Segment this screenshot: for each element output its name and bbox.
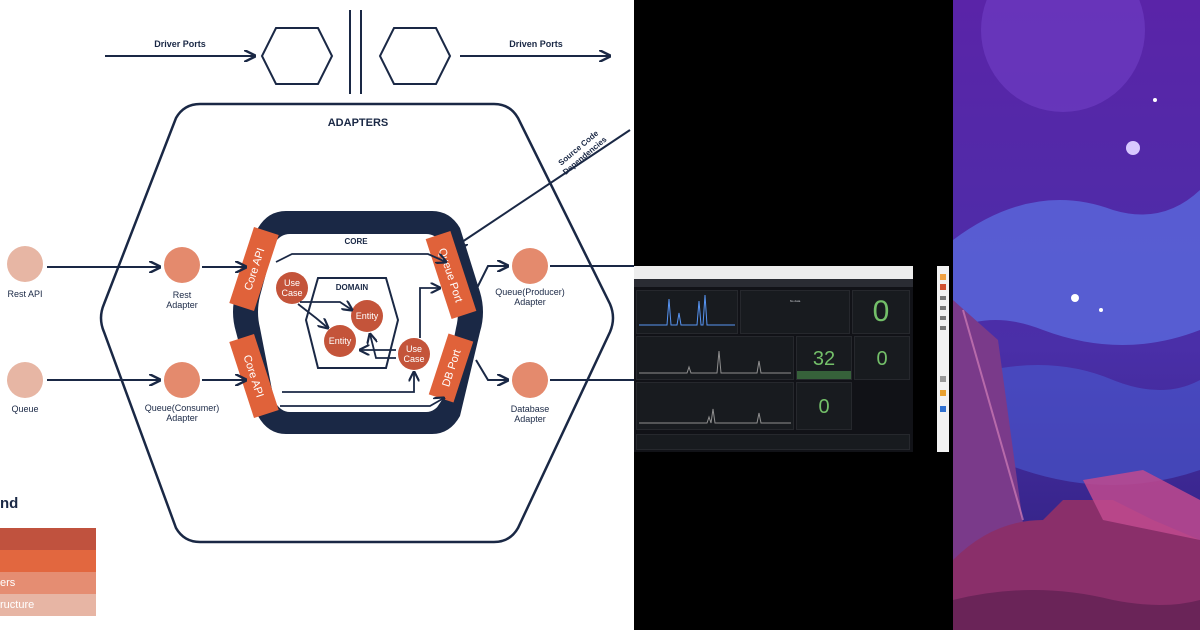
star-small-2 <box>1071 294 1079 302</box>
use-case-bottom-label-1: Use <box>406 344 422 354</box>
queue-producer-adapter-circle <box>512 248 548 284</box>
database-adapter-circle <box>512 362 548 398</box>
core-api-to-use-case-arrow <box>282 372 414 393</box>
adapters-hexagon <box>99 102 615 544</box>
use-case-to-queue-port-arrow <box>419 288 440 338</box>
db-port-to-database-arrow <box>475 359 508 380</box>
graph-panel-bottom <box>636 382 794 430</box>
stat-top-value: 0 <box>872 295 890 328</box>
queue-producer-label-2: Adapter <box>514 297 546 307</box>
graph-panel-top-left <box>636 290 738 334</box>
star-small-3 <box>1099 308 1103 312</box>
use-case-to-entity-top-arrow-2 <box>370 334 396 359</box>
queue-circle <box>7 362 43 398</box>
use-case-to-entity-top-arrow <box>300 302 352 310</box>
entity-bottom-label: Entity <box>329 336 352 346</box>
legend-label-3: ers <box>0 577 16 589</box>
driver-port-hexagon <box>260 27 334 85</box>
core-api-to-queue-port-arrow <box>275 253 446 262</box>
queue-consumer-adapter-circle <box>164 362 200 398</box>
graph-middle-plot <box>639 350 791 374</box>
stat-middle-1-value: 32 <box>812 348 836 370</box>
graph-bottom-plot <box>639 408 791 424</box>
core-label: CORE <box>344 237 368 246</box>
use-case-bottom-label-2: Case <box>403 354 424 364</box>
use-case-bottom-circle <box>398 338 430 370</box>
queue-consumer-label-1: Queue(Consumer) <box>145 403 220 413</box>
nebula-cloud <box>953 190 1200 345</box>
domain-label: DOMAIN <box>336 283 369 292</box>
legend-swatch-2 <box>0 550 96 572</box>
entity-top-circle <box>351 300 383 332</box>
use-case-top-label-1: Use <box>284 278 300 288</box>
use-case-to-entity-arrow <box>297 303 328 328</box>
browser-toolbar <box>634 266 913 279</box>
rest-api-label: Rest API <box>7 289 42 299</box>
stat-panel-middle-1: 32 <box>796 336 852 380</box>
stat-panel-bottom: 0 <box>796 382 852 430</box>
core-api-to-db-port-arrow <box>280 398 444 406</box>
app-sidebar-strip <box>937 266 949 452</box>
star-small-1 <box>1153 98 1157 102</box>
legend-swatch-4 <box>0 594 96 616</box>
legend-label-4: ructure <box>0 599 34 611</box>
rest-adapter-circle <box>164 247 200 283</box>
rest-adapter-label-2: Adapter <box>166 300 198 310</box>
star-large <box>1126 141 1140 155</box>
nebula-cloud-lower <box>953 365 1200 485</box>
stat-panel-top: 0 <box>852 290 910 334</box>
rock-highlight <box>1083 470 1200 540</box>
dashboard-header-bar <box>634 279 913 287</box>
panel-footer-row <box>636 434 910 450</box>
driven-port-hexagon <box>378 27 452 85</box>
use-case-top-label-2: Case <box>281 288 302 298</box>
stat-panel-middle-2: 0 <box>854 336 910 380</box>
driven-ports-label: Driven Ports <box>509 39 563 49</box>
queue-label: Queue <box>11 404 38 414</box>
domain-hexagon <box>304 277 400 369</box>
graph-panel-no-data: No data <box>740 290 850 334</box>
stat-bottom-value: 0 <box>818 396 830 418</box>
space-illustration <box>953 0 1200 630</box>
legend-swatch-3 <box>0 572 96 594</box>
source-code-dependencies-label: Source Code Dependencies <box>557 128 609 176</box>
database-adapter-label-2: Adapter <box>514 414 546 424</box>
stat-middle-1-sparkline <box>797 371 851 379</box>
database-adapter-label-1: Database <box>511 404 550 414</box>
light-beam <box>962 309 1024 521</box>
queue-consumer-label-2: Adapter <box>166 413 198 423</box>
adapters-label: ADAPTERS <box>328 117 389 129</box>
stat-middle-2-value: 0 <box>876 348 888 370</box>
legend-title: nd <box>0 495 18 512</box>
hexagonal-architecture-diagram: Driver Ports Driven Ports ADAPTERS Sourc… <box>0 0 634 630</box>
no-data-label: No data <box>789 299 801 303</box>
use-case-top-circle <box>276 272 308 304</box>
graph-top-left-plot <box>639 294 735 326</box>
planet-shape <box>981 0 1145 112</box>
queue-port-to-producer-arrow <box>475 266 508 291</box>
queue-producer-label-1: Queue(Producer) <box>495 287 565 297</box>
rest-adapter-label-1: Rest <box>173 290 192 300</box>
entity-bottom-circle <box>324 325 356 357</box>
mountain-left <box>953 300 1028 560</box>
rest-api-circle <box>7 246 43 282</box>
monitoring-dashboard-screenshot: No data 0 32 0 0 <box>634 266 913 452</box>
entity-top-label: Entity <box>356 311 379 321</box>
graph-panel-middle <box>636 336 794 380</box>
legend-swatch-1 <box>0 528 96 550</box>
driver-ports-label: Driver Ports <box>154 39 206 49</box>
foreground-ground <box>953 590 1200 630</box>
db-port: DB Port <box>428 333 474 403</box>
sidebar-tool-icons <box>940 274 946 412</box>
source-code-dependencies-arrow <box>456 129 631 246</box>
